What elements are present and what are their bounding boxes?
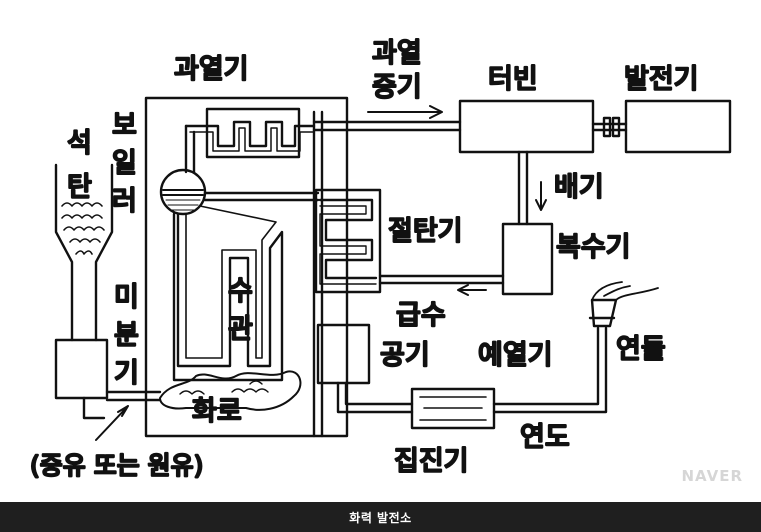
boiler-casing: [144, 96, 349, 438]
generator-box: [624, 99, 732, 154]
superheater-coil-inner: [189, 127, 315, 152]
label-economizer: 절탄기: [388, 216, 463, 247]
exhaust-arrow: [535, 181, 547, 211]
feedwater-arrow: [457, 284, 487, 296]
label-feedwater: 급수: [396, 300, 446, 331]
economizer-coil: [318, 198, 378, 280]
label-pulverizer-2: 분: [114, 320, 139, 351]
label-boiler-1: 보: [112, 110, 137, 141]
power-plant-diagram: 과열기 과열 증기 터빈 발전기 석 탄 보 일 러 배기 절탄기 복수기 미 …: [29, 37, 732, 481]
label-turbine: 터빈: [488, 64, 538, 95]
chimney-body: [590, 298, 618, 328]
label-exhaust: 배기: [554, 172, 604, 203]
coupling-1: [602, 116, 612, 138]
label-coal-1: 석: [67, 128, 92, 159]
caption-text: 화력 발전소: [349, 510, 412, 525]
label-superheated-steam-1: 과열: [372, 38, 422, 69]
pulverizer-box: [54, 338, 109, 400]
superheater-box: [205, 107, 301, 159]
economizer-coil-inner: [319, 205, 377, 285]
label-condenser: 복수기: [556, 232, 631, 263]
label-fuel-note: (중유 또는 원유): [30, 451, 203, 480]
label-dust-collector: 집진기: [394, 446, 469, 477]
water-tube-loop-left: [172, 212, 284, 382]
label-air-preheater-1: 공기: [380, 340, 430, 371]
drum-riser: [184, 124, 196, 174]
condenser-box: [501, 222, 554, 296]
naver-watermark: NAVER: [681, 467, 743, 485]
dust-collector-box: [410, 387, 496, 430]
label-water-tube-2: 관: [228, 314, 253, 345]
drum-water-hatch: [165, 199, 201, 211]
label-flue: 연도: [520, 422, 570, 453]
steam-drum: [159, 168, 207, 216]
coupling-2: [611, 116, 621, 138]
label-boiler-2: 일: [112, 148, 137, 179]
flue-duct: [336, 326, 608, 414]
furnace-flame: [159, 370, 302, 411]
coal-hopper: [54, 163, 114, 342]
chimney-smoke: [591, 281, 659, 301]
pulverizer-feed-pipe: [82, 390, 162, 420]
label-chimney: 연돌: [616, 334, 666, 365]
coal-lumps: [61, 202, 105, 255]
label-boiler-3: 러: [112, 186, 137, 217]
feedwater-pipe: [378, 274, 505, 285]
caption-bar: 화력 발전소: [0, 502, 761, 532]
label-coal-2: 탄: [67, 172, 92, 203]
label-superheated-steam-2: 증기: [372, 72, 422, 103]
dust-collector-inner: [419, 396, 487, 421]
superheater-coil: [184, 120, 316, 148]
label-generator: 발전기: [624, 64, 699, 95]
label-air-preheater-2: 예열기: [478, 340, 553, 371]
fuel-arrow: [95, 405, 129, 441]
steam-pipe: [312, 120, 462, 132]
economizer-box: [314, 188, 382, 294]
water-tube-loop-inner: [185, 205, 277, 359]
flame-lines: [179, 380, 269, 395]
label-water-tube-1: 수: [228, 276, 253, 307]
turbine-box: [458, 99, 595, 154]
label-superheater: 과열기: [174, 54, 249, 85]
label-pulverizer-3: 기: [114, 358, 139, 389]
label-furnace: 화로: [192, 396, 242, 427]
label-pulverizer-1: 미: [114, 282, 139, 313]
air-preheater-box: [316, 323, 371, 385]
exhaust-pipe: [517, 150, 529, 226]
drum-water-level: [162, 189, 204, 196]
drum-feed-line: [203, 191, 320, 202]
steam-arrow: [367, 105, 443, 119]
